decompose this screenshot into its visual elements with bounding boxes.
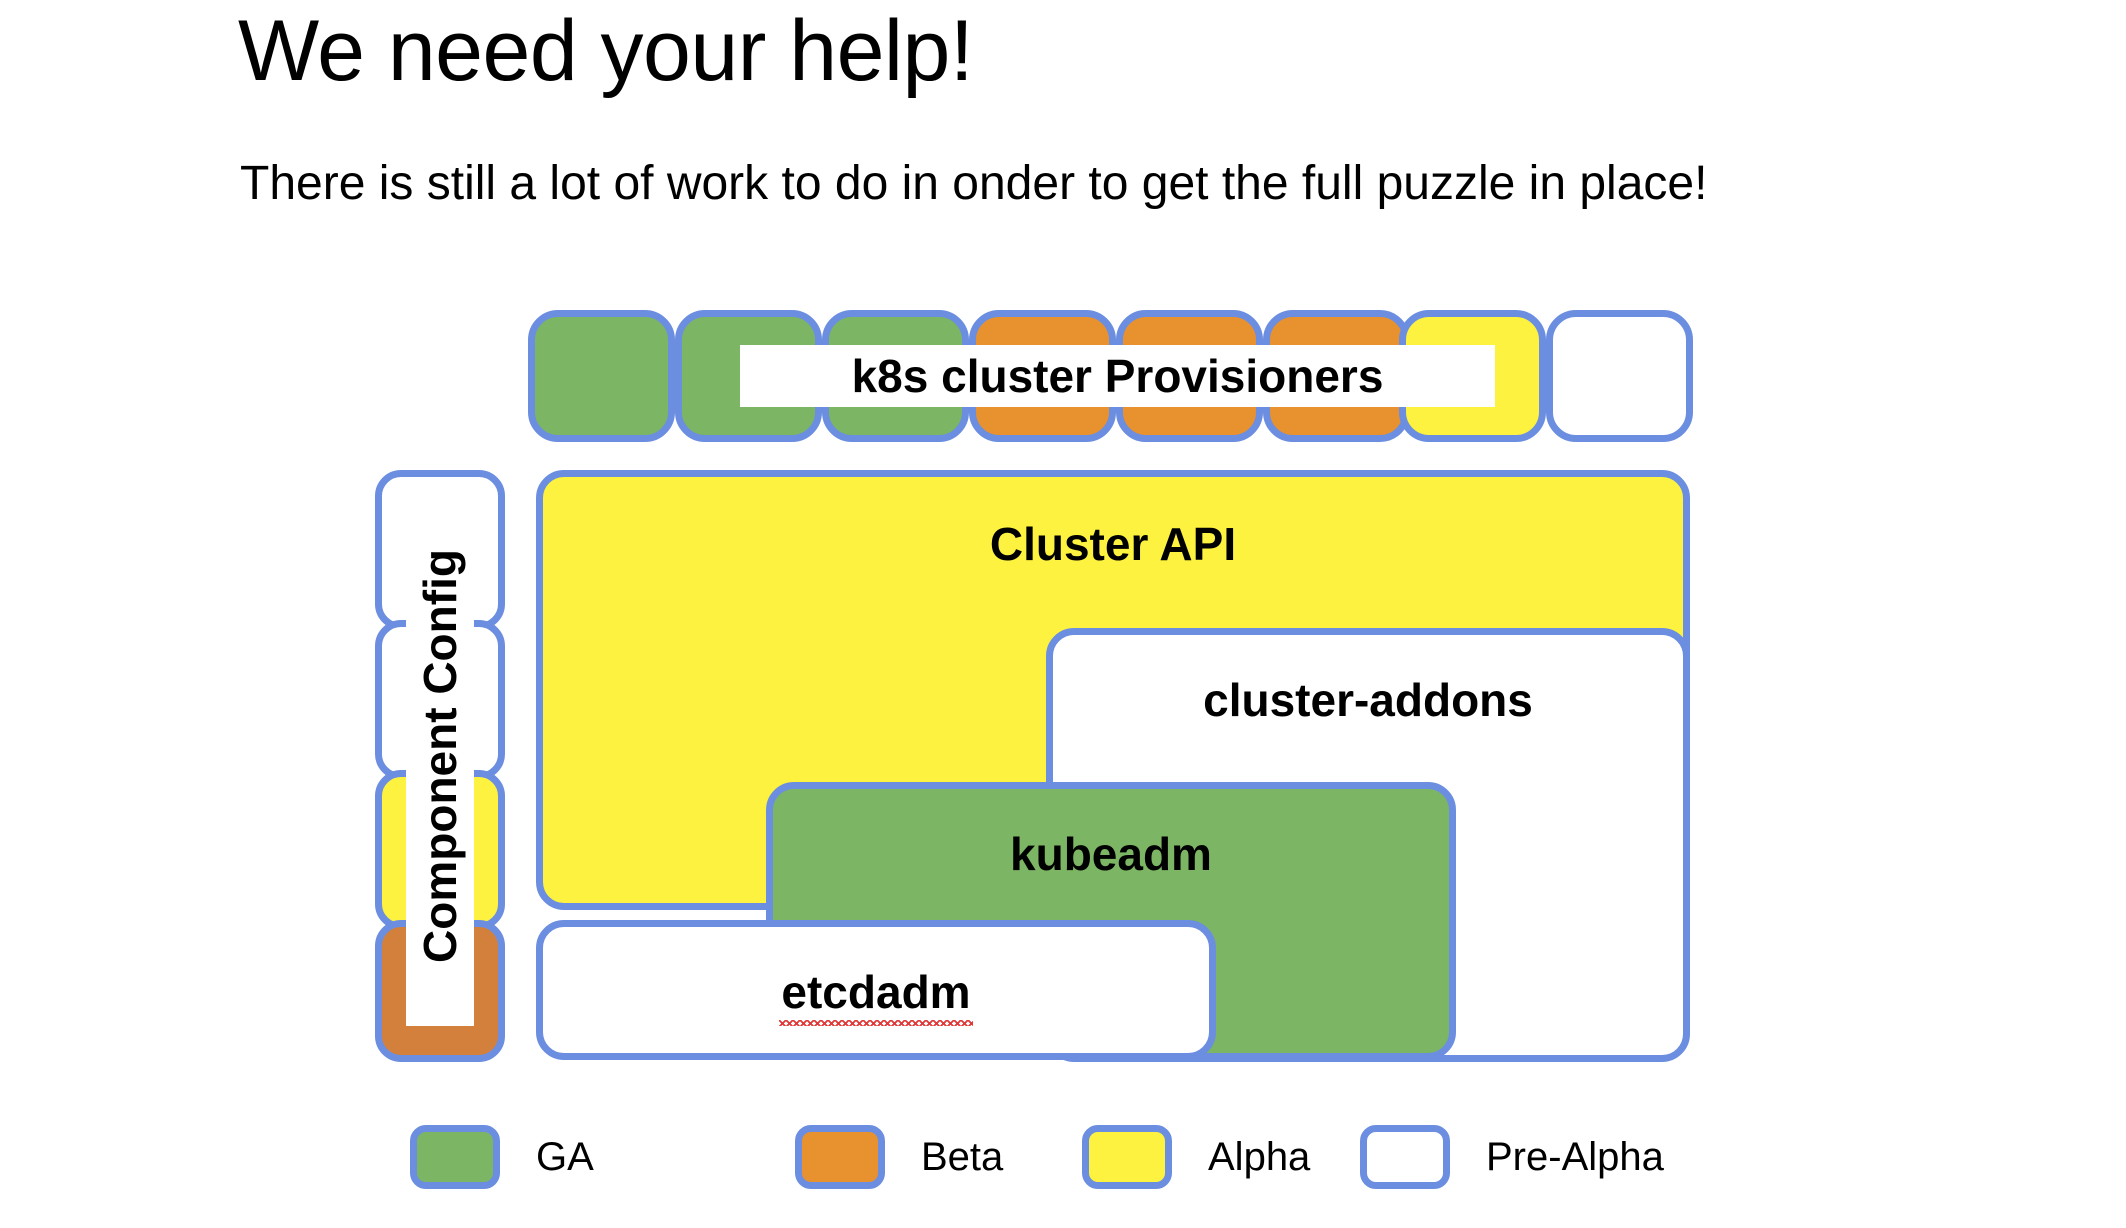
legend-swatch-ga-icon	[410, 1125, 500, 1189]
legend-item-prealpha: Pre-Alpha	[1360, 1124, 1664, 1190]
component-config-label: Component Config	[406, 486, 474, 1026]
etcdadm-box: etcdadm	[536, 920, 1216, 1060]
legend-swatch-prealpha-icon	[1360, 1125, 1450, 1189]
legend-swatch-alpha-icon	[1082, 1125, 1172, 1189]
legend-swatch-beta-icon	[795, 1125, 885, 1189]
legend-label-prealpha: Pre-Alpha	[1486, 1134, 1664, 1179]
legend-item-ga: GA	[410, 1124, 594, 1190]
legend: GA Beta Alpha Pre-Alpha	[410, 1124, 1730, 1190]
kubeadm-label: kubeadm	[1010, 828, 1212, 880]
page-subtitle: There is still a lot of work to do in on…	[240, 157, 1708, 210]
cluster-api-label: Cluster API	[989, 518, 1237, 570]
legend-label-alpha: Alpha	[1208, 1134, 1311, 1179]
component-config-label-text: Component Config	[414, 549, 467, 963]
legend-label-ga: GA	[536, 1134, 594, 1179]
page-title: We need your help!	[238, 3, 974, 99]
legend-item-beta: Beta	[795, 1124, 1003, 1190]
provisioner-block-1	[528, 310, 675, 442]
legend-label-beta: Beta	[921, 1134, 1004, 1179]
etcdadm-label-wrap: etcdadm	[543, 965, 1209, 1026]
cluster-addons-label: cluster-addons	[1203, 674, 1533, 726]
provisioners-label: k8s cluster Provisioners	[740, 345, 1495, 407]
provisioner-block-8	[1546, 310, 1693, 442]
legend-item-alpha: Alpha	[1082, 1124, 1310, 1190]
etcdadm-label: etcdadm	[779, 966, 973, 1026]
